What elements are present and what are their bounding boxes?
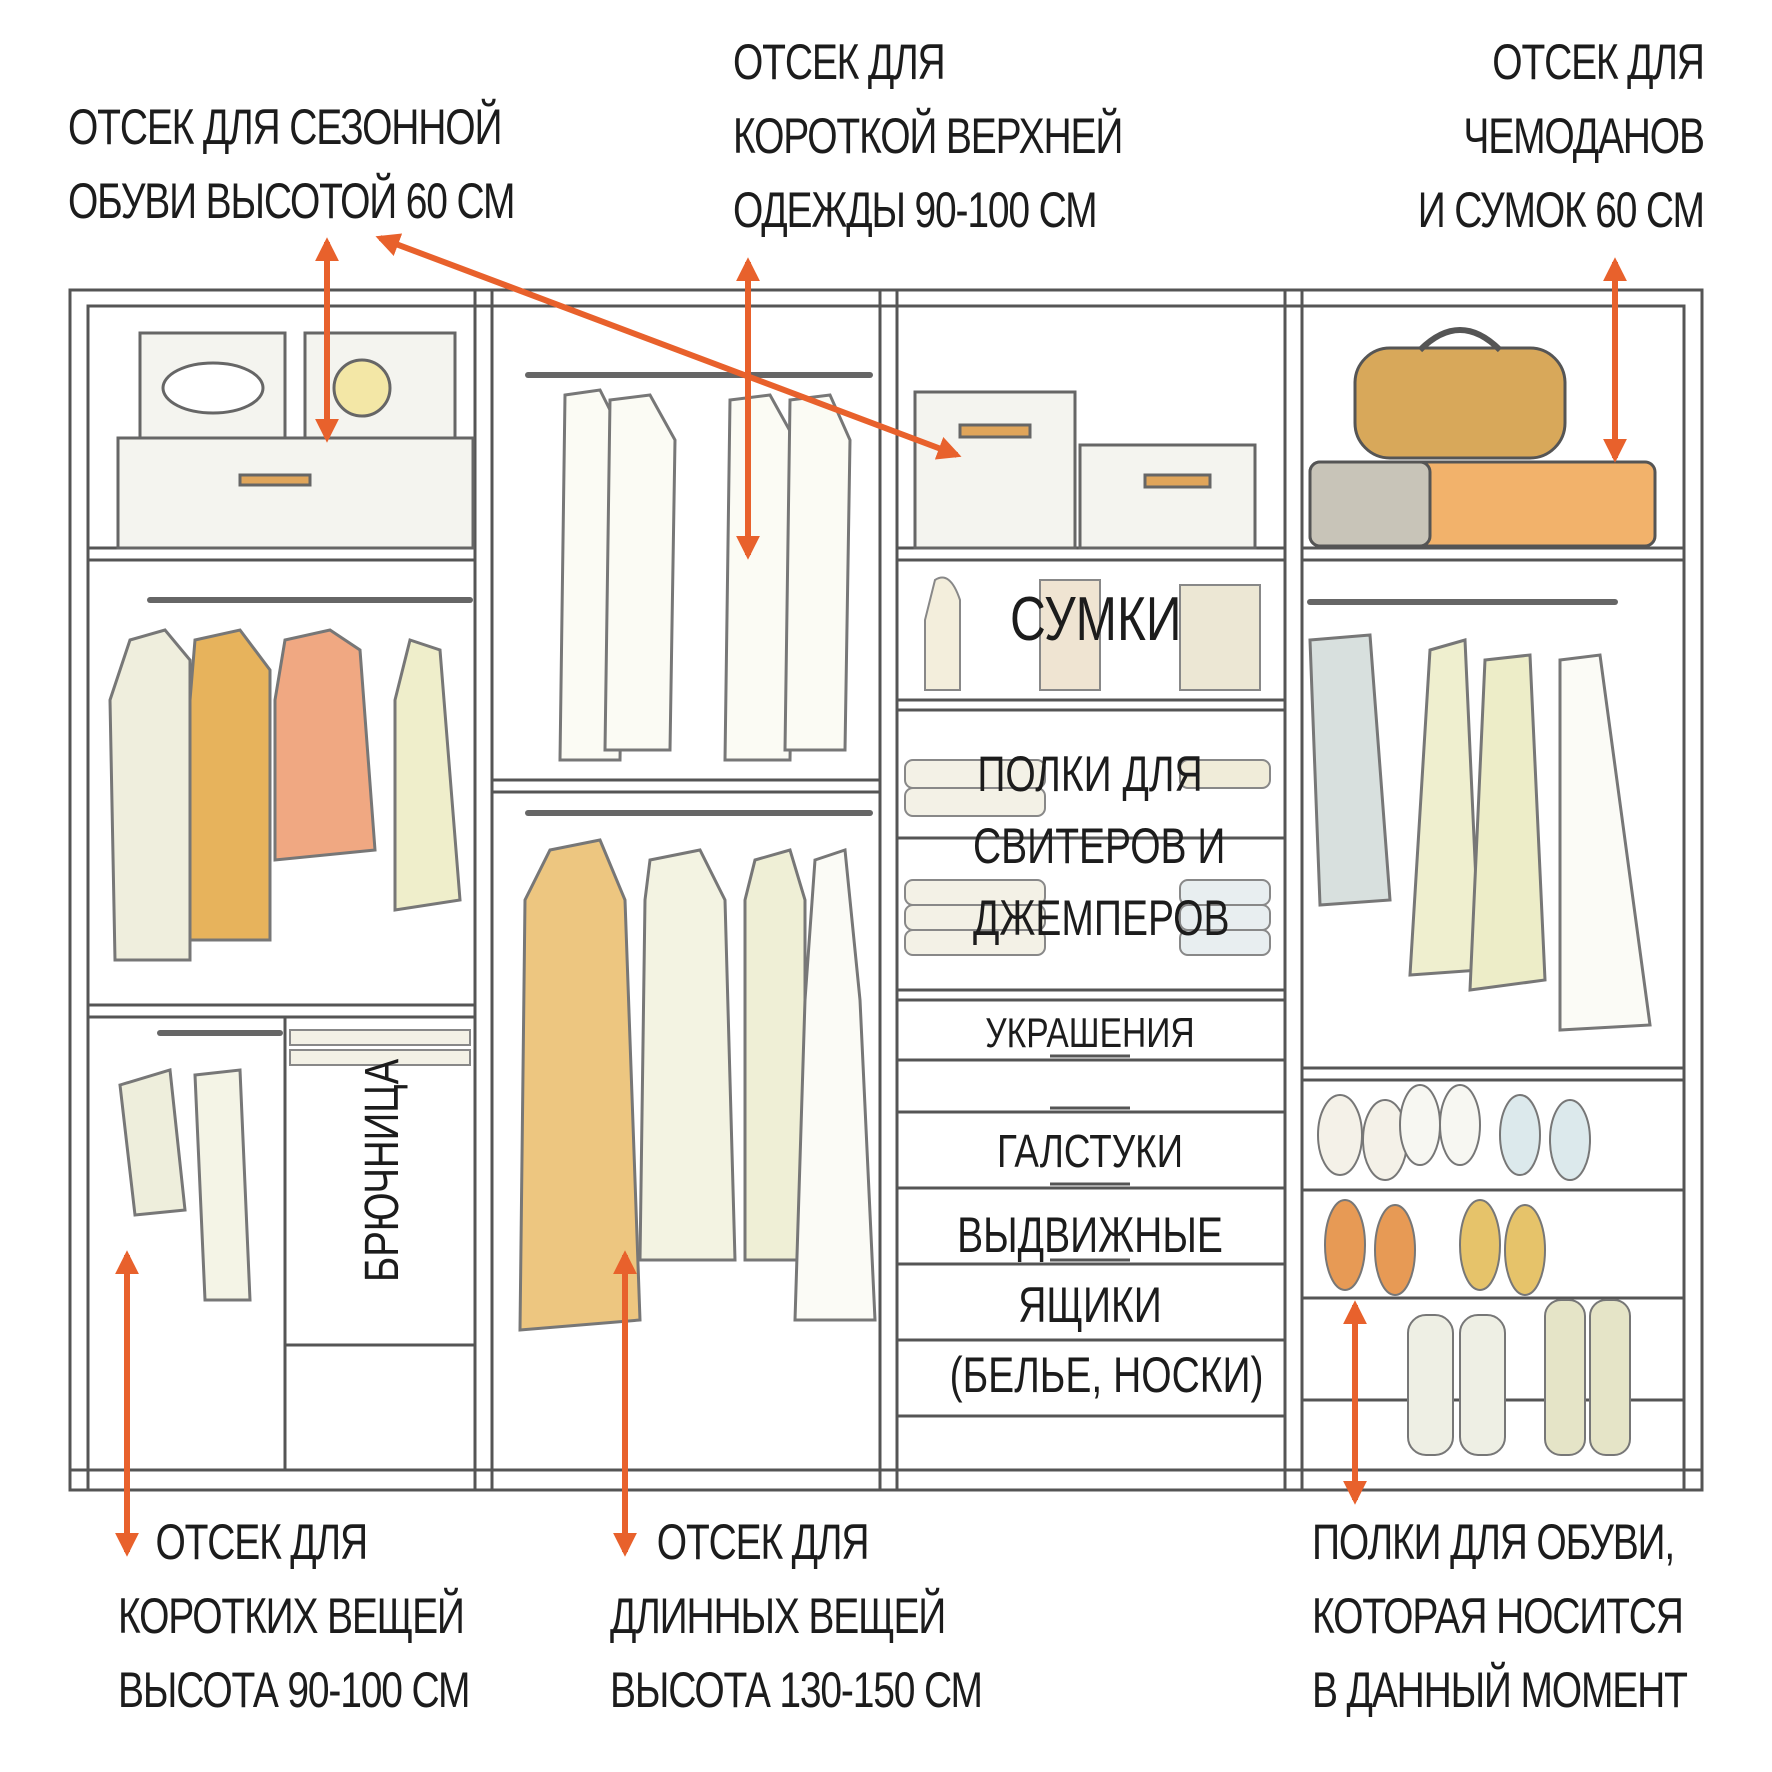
wardrobe-frame (68, 288, 1704, 1492)
label-seasonal-shoes: ОТСЕК ДЛЯ СЕЗОННОЙ ОБУВИ ВЫСОТОЙ 60 СМ (68, 90, 516, 238)
label-suitcases: ОТСЕК ДЛЯ ЧЕМОДАНОВ И СУМОК 60 СМ (1417, 25, 1706, 247)
arrow-seasonal-shoes-diagonal (375, 233, 962, 460)
label-line: ВЫСОТА 90-100 СМ (118, 1662, 471, 1718)
label-line: ДЖЕМПЕРОВ (973, 890, 1230, 946)
label-line: ВЫСОТА 130-150 СМ (610, 1662, 983, 1718)
label-line: ОТСЕК ДЛЯ СЕЗОННОЙ (68, 99, 502, 155)
label-line: (БЕЛЬЕ, НОСКИ) (949, 1347, 1264, 1403)
label-line: ОТСЕК ДЛЯ (155, 1514, 368, 1570)
label-line: ОТСЕК ДЛЯ (656, 1514, 870, 1570)
label-line: СВИТЕРОВ И (973, 818, 1226, 874)
folded-items (289, 576, 1271, 1066)
label-line: ПОЛКИ ДЛЯ (977, 746, 1203, 802)
label-line: КОРОТКОЙ ВЕРХНЕЙ (733, 108, 1123, 164)
label-line: В ДАННЫЙ МОМЕНТ (1312, 1662, 1688, 1718)
label-line: ЯЩИКИ (1018, 1277, 1162, 1333)
label-drawers: ВЫДВИЖНЫЕ ЯЩИКИ (БЕЛЬЕ, НОСКИ) (949, 1200, 1264, 1410)
label-line: ВЫДВИЖНЫЕ (957, 1207, 1223, 1263)
label-short-items: ОТСЕК ДЛЯ КОРОТКИХ ВЕЩЕЙ ВЫСОТА 90-100 С… (118, 1505, 471, 1727)
label-line: КОРОТКИХ ВЕЩЕЙ (118, 1588, 465, 1644)
label-long-items: ОТСЕК ДЛЯ ДЛИННЫХ ВЕЩЕЙ ВЫСОТА 130-150 С… (610, 1505, 983, 1727)
label-line: ОТСЕК ДЛЯ (733, 34, 946, 90)
label-sweaters: ПОЛКИ ДЛЯ СВИТЕРОВ И ДЖЕМПЕРОВ (973, 738, 1230, 954)
label-jewelry: УКРАШЕНИЯ (985, 1009, 1195, 1056)
label-ties: ГАЛСТУКИ (996, 1125, 1184, 1177)
suitcases (1308, 327, 1657, 548)
label-line: ОДЕЖДЫ 90-100 СМ (733, 182, 1098, 238)
label-short-outerwear: ОТСЕК ДЛЯ КОРОТКОЙ ВЕРХНЕЙ ОДЕЖДЫ 90-100… (733, 25, 1123, 247)
label-daily-shoes: ПОЛКИ ДЛЯ ОБУВИ, КОТОРАЯ НОСИТСЯ В ДАННЫ… (1312, 1505, 1688, 1727)
label-line: ЧЕМОДАНОВ (1463, 108, 1706, 164)
label-line: И СУМОК 60 СМ (1417, 182, 1705, 238)
label-line: ПОЛКИ ДЛЯ ОБУВИ, (1312, 1514, 1675, 1570)
label-line: ОБУВИ ВЫСОТОЙ 60 СМ (68, 173, 516, 229)
storage-boxes (116, 331, 1257, 550)
label-line: КОТОРАЯ НОСИТСЯ (1312, 1588, 1684, 1644)
shoes (1317, 1084, 1631, 1456)
label-line: ОТСЕК ДЛЯ (1492, 34, 1705, 90)
garments (108, 388, 1652, 1332)
label-trouser-rack: БРЮЧНИЦА (356, 1058, 409, 1282)
label-line: ДЛИННЫХ ВЕЩЕЙ (610, 1588, 946, 1644)
label-bags: СУМКИ (1010, 585, 1182, 654)
annotation-arrows (115, 233, 1627, 1557)
